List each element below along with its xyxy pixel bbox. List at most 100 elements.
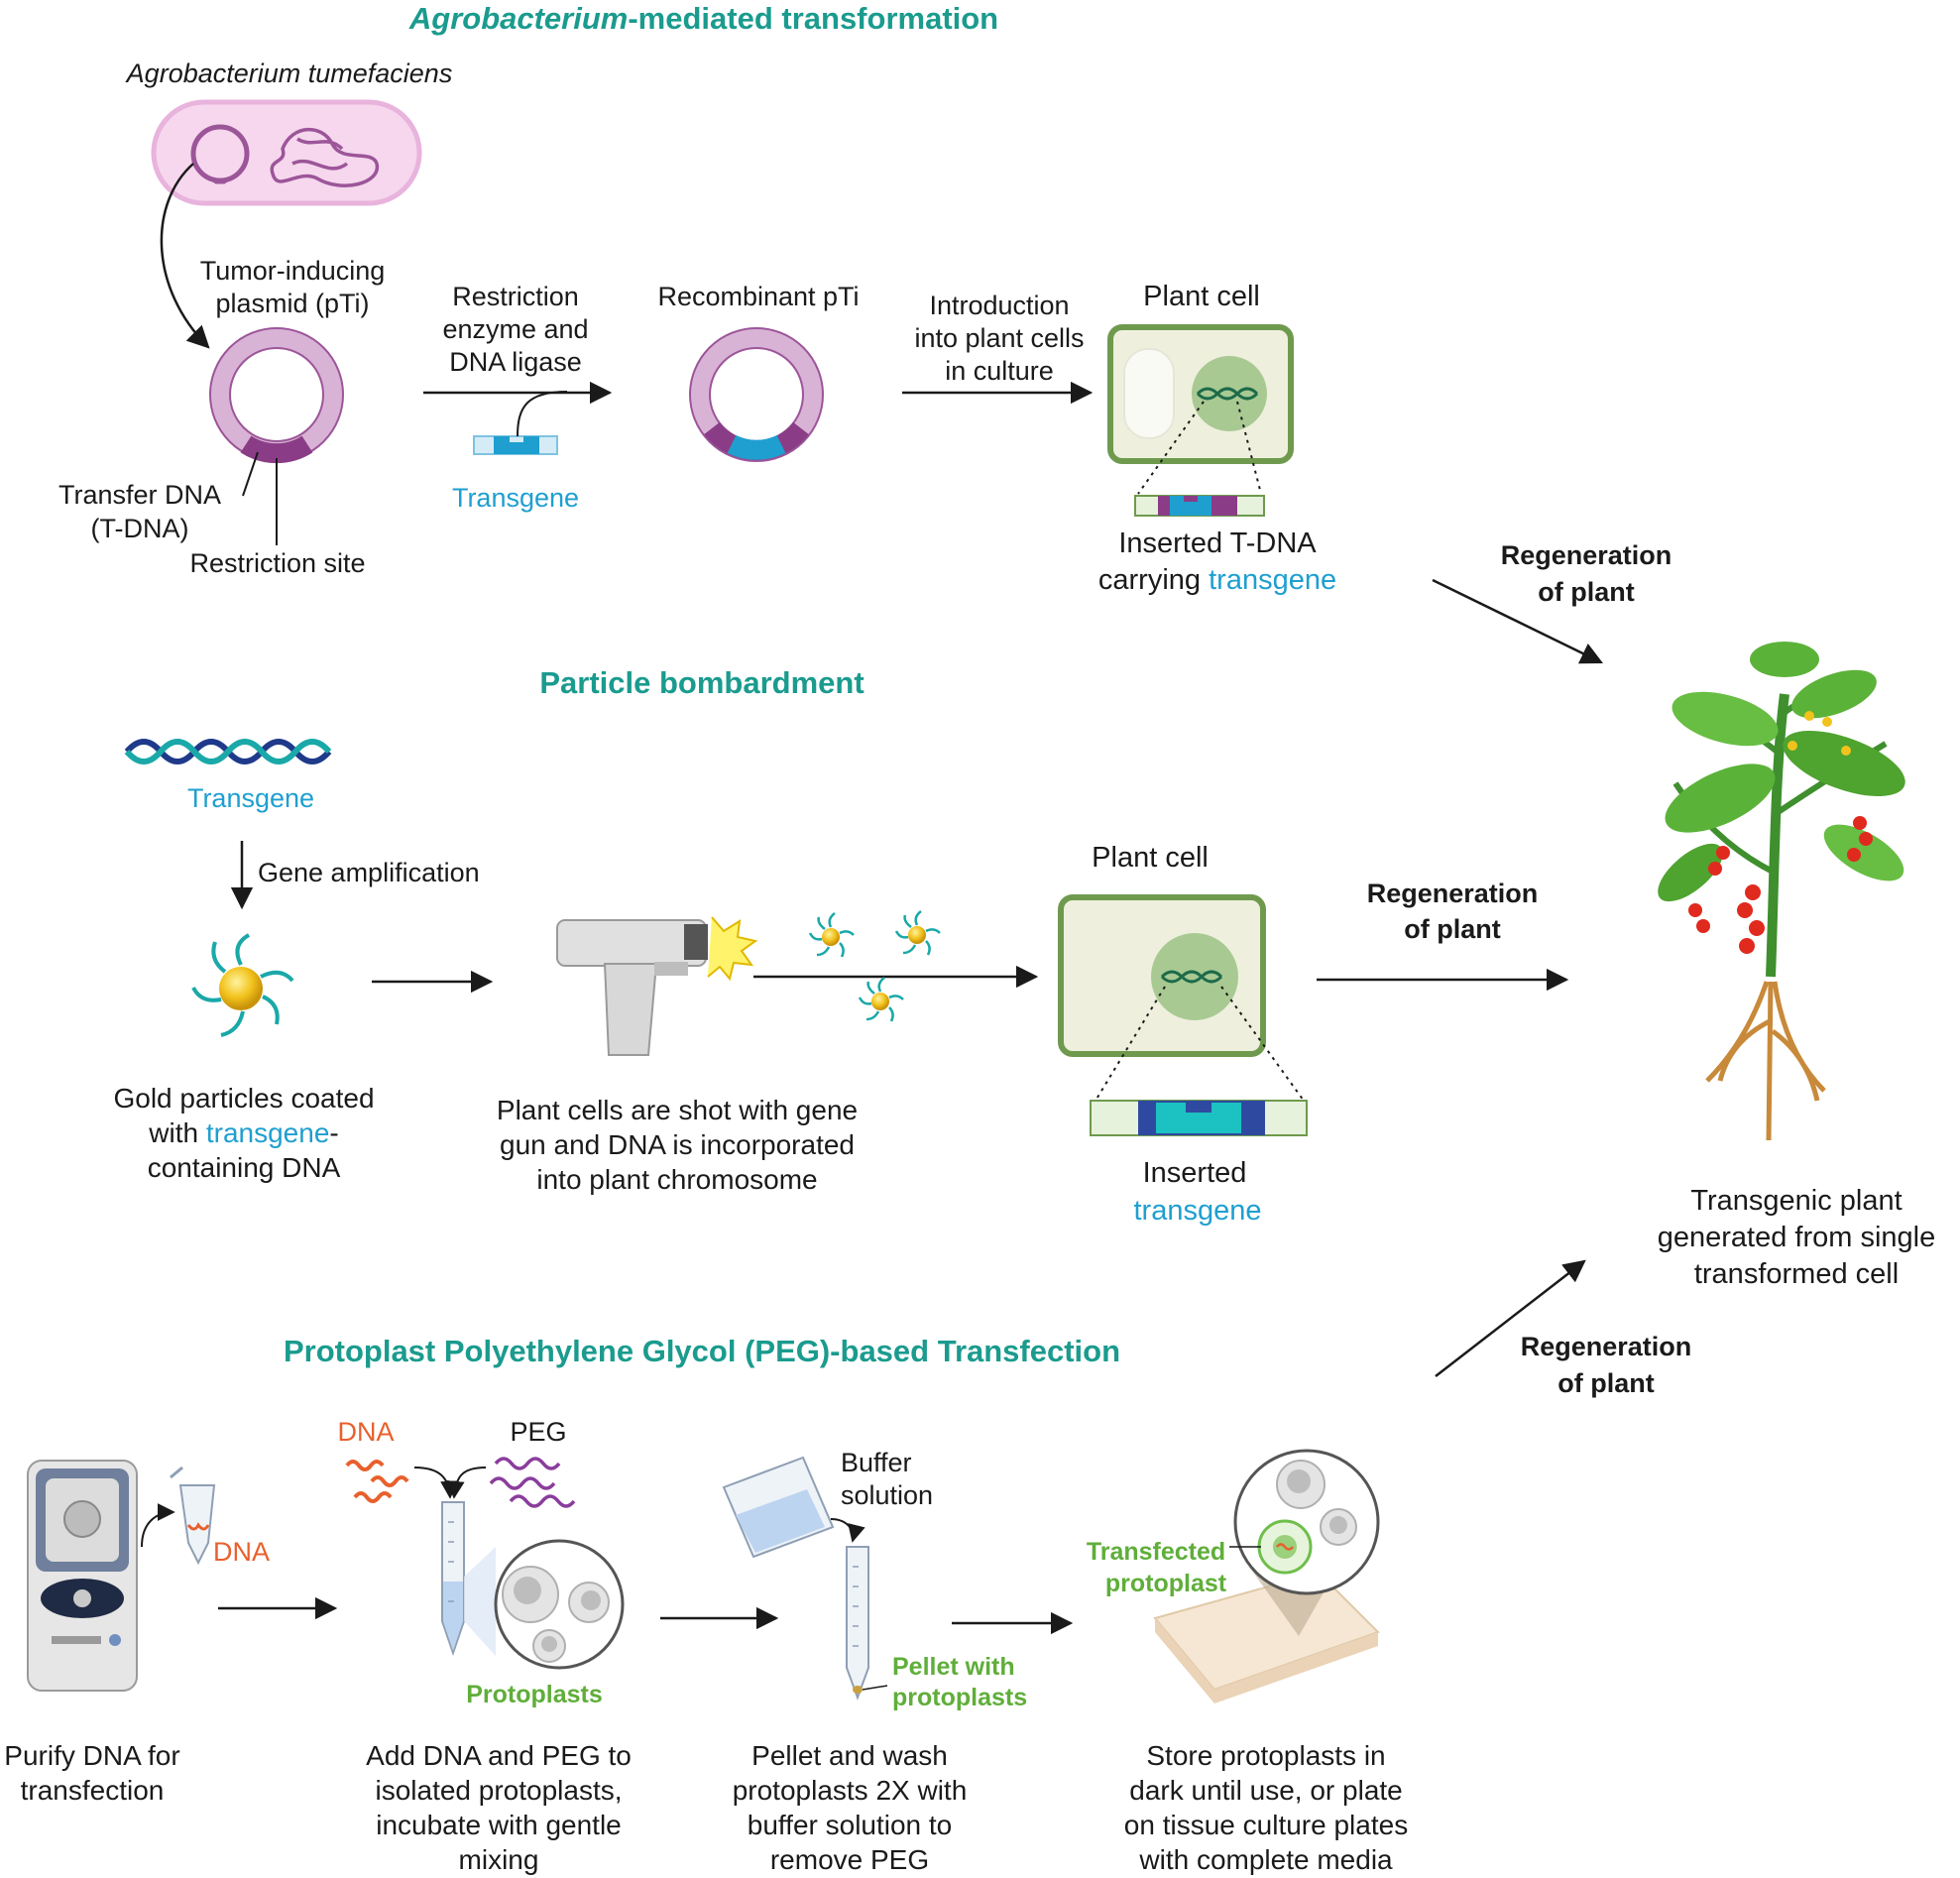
species-label: Agrobacterium tumefaciens xyxy=(126,59,453,88)
regen-middle-2: of plant xyxy=(1404,914,1501,944)
ti-plasmid xyxy=(209,327,344,464)
agro-title-italic: Agrobacterium xyxy=(408,1,629,36)
peg-label: PEG xyxy=(510,1417,567,1447)
agro-title: Agrobacterium-mediated transformation xyxy=(409,0,998,38)
arrow-dna-in xyxy=(413,1467,459,1499)
plant-caption-3: transformed cell xyxy=(1693,1258,1900,1290)
arrow-regen-bottom xyxy=(1435,1259,1586,1377)
gold-caption-3: containing DNA xyxy=(147,1152,341,1183)
agro-title-rest: -mediated transformation xyxy=(628,1,999,36)
buffer-label-1: Buffer xyxy=(841,1448,912,1477)
pellet-tube xyxy=(846,1546,869,1701)
inserted-tdna xyxy=(1134,495,1265,517)
recombinant-label: Recombinant pTi xyxy=(657,282,860,311)
arrow-regen-top xyxy=(1432,578,1604,664)
dna-tube xyxy=(170,1466,216,1566)
introduction-label-1: Introduction xyxy=(929,291,1070,320)
protoplasts-label: Protoplasts xyxy=(466,1681,603,1708)
plasmid-label-1: Tumor-inducing xyxy=(199,256,386,286)
agrobacterium-cell xyxy=(151,99,422,206)
recombinant-plasmid xyxy=(689,327,824,462)
step2-line2: isolated protoplasts, xyxy=(375,1775,623,1806)
particle-3 xyxy=(858,976,905,1023)
transgene-label-agro: Transgene xyxy=(451,483,580,513)
arrow-peg-in xyxy=(446,1467,487,1499)
enzyme-label-2: enzyme and xyxy=(442,314,589,344)
plant-cell-label-2: Plant cell xyxy=(1092,842,1209,874)
conical-tube xyxy=(441,1501,465,1657)
introduction-label-2: into plant cells xyxy=(914,323,1085,353)
amplification-label: Gene amplification xyxy=(258,858,480,887)
dna-label: DNA xyxy=(337,1417,395,1447)
tdna-pointer xyxy=(242,451,259,497)
inserted-tdna-label-1: Inserted T-DNA xyxy=(1118,528,1317,559)
magnify-cone xyxy=(464,1547,496,1656)
step1-line2: transfection xyxy=(20,1775,165,1806)
tomato-plant xyxy=(1658,642,1905,1141)
step2-line1: Add DNA and PEG to xyxy=(366,1740,632,1771)
particle-title: Particle bombardment xyxy=(539,665,865,700)
arrow-to-plasmid xyxy=(160,163,210,349)
inserted-transgene-segment xyxy=(1090,1100,1308,1136)
regen-top-2: of plant xyxy=(1538,577,1635,607)
plant-caption-1: Transgenic plant xyxy=(1690,1185,1902,1217)
transfected-label-2: protoplast xyxy=(1104,1570,1227,1597)
tdna-label-2: (T-DNA) xyxy=(90,514,189,543)
step2-line4: mixing xyxy=(458,1844,539,1875)
regen-bottom-2: of plant xyxy=(1557,1368,1655,1398)
step3-line3: buffer solution to xyxy=(747,1810,953,1840)
inserted-label: Inserted xyxy=(1142,1157,1247,1189)
buffer-label-2: solution xyxy=(841,1480,934,1510)
peg-title: Protoplast Polyethylene Glycol (PEG)-bas… xyxy=(283,1334,1121,1368)
dna-squiggles xyxy=(345,1460,409,1503)
arrow-pour xyxy=(830,1518,865,1543)
gold-caption-transgene: transgene xyxy=(205,1117,330,1148)
gold-particle xyxy=(191,933,294,1037)
gun-caption-2: gun and DNA is incorporated xyxy=(500,1129,855,1160)
protoplast-zoom xyxy=(494,1539,625,1670)
restriction-site-label: Restriction site xyxy=(189,548,366,578)
gold-caption-hyphen: - xyxy=(329,1117,339,1148)
particle-2 xyxy=(894,909,942,957)
gold-caption-with: with xyxy=(149,1117,206,1148)
regen-bottom-1: Regeneration xyxy=(1520,1332,1692,1361)
gold-caption-1: Gold particles coated xyxy=(113,1083,375,1114)
step4-line1: Store protoplasts in xyxy=(1146,1740,1386,1771)
tdna-label-1: Transfer DNA xyxy=(58,480,222,510)
enzyme-label-1: Restriction xyxy=(452,282,579,311)
transgene-helix xyxy=(124,739,332,764)
step4-line4: with complete media xyxy=(1139,1844,1393,1875)
inserted-transgene-label: transgene xyxy=(1133,1195,1262,1227)
plant-cell-2 xyxy=(1058,894,1305,1102)
beaker xyxy=(722,1456,835,1559)
inserted-tdna-label-2: carrying transgene xyxy=(1098,562,1336,598)
step3-line4: remove PEG xyxy=(769,1844,930,1875)
centrifuge xyxy=(27,1460,138,1692)
transgene-fragment xyxy=(473,391,568,455)
arrow-to-dna-tube xyxy=(141,1503,175,1548)
step3-line1: Pellet and wash xyxy=(751,1740,948,1771)
introduction-label-3: in culture xyxy=(945,356,1054,386)
pellet-label-1: Pellet with xyxy=(892,1653,1015,1681)
inserted-tdna-text: carrying xyxy=(1097,564,1210,596)
inserted-tdna-transgene: transgene xyxy=(1209,564,1337,596)
plant-caption-2: generated from single xyxy=(1657,1222,1936,1253)
transfected-zoom xyxy=(1233,1449,1380,1595)
transgene-label-particle: Transgene xyxy=(186,783,315,813)
gene-gun xyxy=(556,916,758,1056)
gold-caption-2: with transgene- xyxy=(149,1116,338,1150)
plasmid-label-2: plasmid (pTi) xyxy=(215,289,370,318)
step1-line1: Purify DNA for xyxy=(4,1740,180,1771)
peg-squiggles xyxy=(489,1457,576,1508)
gun-caption-3: into plant chromosome xyxy=(536,1164,818,1195)
step4-line2: dark until use, or plate xyxy=(1129,1775,1403,1806)
particle-1 xyxy=(808,911,856,959)
regen-middle-1: Regeneration xyxy=(1366,879,1539,908)
transfected-label-1: Transfected xyxy=(1086,1538,1226,1566)
step2-line3: incubate with gentle xyxy=(376,1810,622,1840)
step3-line2: protoplasts 2X with xyxy=(732,1775,968,1806)
pellet-pointer xyxy=(862,1685,888,1691)
gun-caption-1: Plant cells are shot with gene xyxy=(496,1095,859,1125)
